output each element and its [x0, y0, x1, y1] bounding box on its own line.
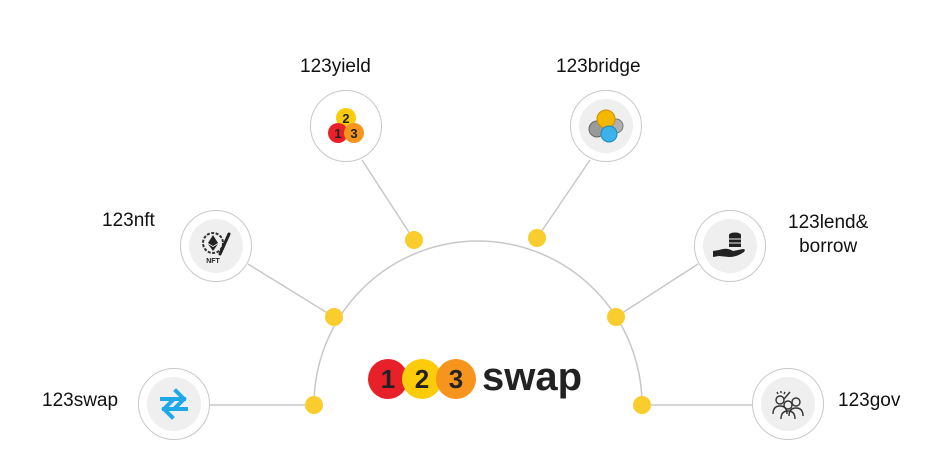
connector-dot-yield: [405, 231, 423, 249]
label-lend-line2: borrow: [799, 236, 858, 257]
label-nft: 123nft: [102, 210, 155, 231]
hand-coins-icon: [713, 232, 745, 257]
bridge-coins-icon: [588, 109, 624, 143]
node-lend[interactable]: [694, 210, 766, 282]
yield-123-balls-icon: 2 1 3: [328, 108, 364, 143]
node-nft[interactable]: NFT: [180, 210, 252, 282]
svg-text:NFT: NFT: [206, 258, 220, 265]
label-gov: 123gov: [838, 390, 901, 411]
label-lend: 123lend& borrow: [788, 211, 868, 259]
swap-arrows-icon: [160, 388, 188, 420]
connector-dot-nft: [325, 308, 343, 326]
node-swap[interactable]: [138, 368, 210, 440]
svg-text:3: 3: [350, 126, 357, 141]
123swap-logo: 1 2 3 swap: [368, 357, 582, 401]
connector-lend: [615, 263, 699, 318]
connector-bridge: [536, 159, 591, 239]
connector-nft: [247, 263, 335, 318]
connector-dot-gov: [633, 396, 651, 414]
connector-dot-swap: [305, 396, 323, 414]
logo-ball-1: 1: [368, 359, 408, 399]
logo-text: swap: [482, 355, 583, 399]
connector-dot-bridge: [528, 229, 546, 247]
hub-arc: [313, 240, 643, 406]
governance-people-icon: [772, 391, 804, 420]
label-yield: 123yield: [300, 56, 371, 77]
node-gov[interactable]: [752, 368, 824, 440]
svg-text:1: 1: [334, 126, 341, 141]
logo-ball-3: 3: [436, 359, 476, 399]
svg-text:2: 2: [342, 111, 349, 126]
logo-ball-2: 2: [402, 359, 442, 399]
connector-yield: [361, 159, 415, 241]
node-yield[interactable]: 2 1 3: [310, 90, 382, 162]
nft-ethereum-brush-icon: NFT: [202, 232, 231, 265]
connector-dot-lend: [607, 308, 625, 326]
label-bridge: 123bridge: [556, 56, 641, 77]
node-bridge[interactable]: [570, 90, 642, 162]
label-lend-line1: 123lend&: [788, 212, 869, 233]
label-swap: 123swap: [42, 390, 119, 411]
